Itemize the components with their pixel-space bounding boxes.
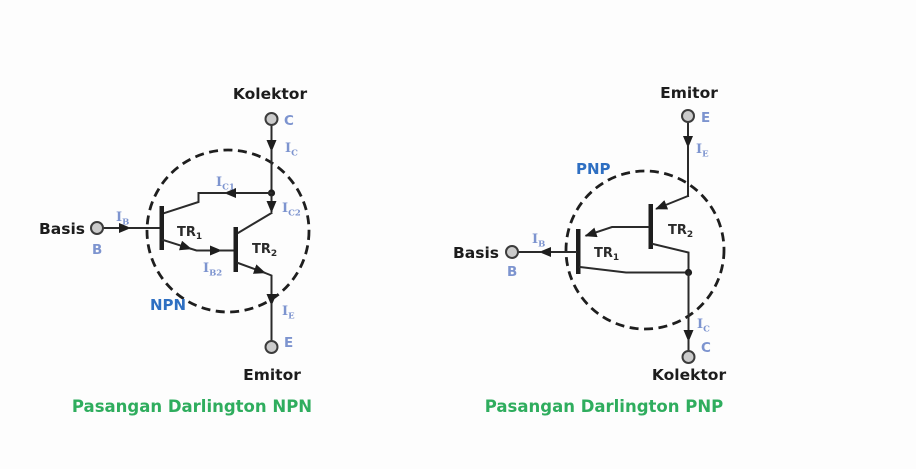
pnp-ib-current-label: IB [532, 232, 545, 250]
npn-bottom-terminal-label: Emitor [243, 366, 301, 384]
pnp-dashed-boundary-circle [564, 169, 726, 331]
npn-top-terminal-letter: C [284, 113, 294, 129]
npn-ic1-current-label: IC1 [216, 175, 235, 193]
pnp-bottom-terminal-letter: C [701, 340, 711, 356]
npn-tr2-bar [233, 227, 238, 272]
npn-caption: Pasangan Darlington NPN [72, 397, 312, 416]
pnp-darlington-diagram: Emitor E IE PNP TR2 TR1 IB Basis B IC C … [453, 84, 727, 416]
pnp-top-terminal-letter: E [701, 110, 710, 126]
pnp-ie-current-label: IE [696, 142, 709, 160]
pnp-type-label: PNP [576, 160, 611, 178]
npn-emitter-terminal [264, 340, 279, 354]
npn-tr1-emitter-wire [161, 238, 192, 251]
pnp-tr1-collector-wire [578, 265, 686, 274]
pnp-tr1-emitter-wire [584, 226, 650, 238]
npn-darlington-diagram: Kolektor C IC IC1 IC2 IB Basis B TR1 IB2… [39, 85, 312, 416]
npn-bottom-terminal-letter: E [284, 335, 293, 351]
pnp-caption: Pasangan Darlington PNP [485, 397, 723, 416]
npn-ic-current-label: IC [285, 141, 298, 159]
pnp-tr2-bar [648, 204, 653, 249]
npn-ie-current-label: IE [282, 304, 295, 322]
pnp-ic-current-label: IC [697, 317, 710, 335]
npn-tr1-label: TR1 [177, 225, 202, 242]
pnp-tr1-bar [576, 229, 581, 274]
npn-left-terminal-letter: B [92, 242, 102, 258]
pnp-base-terminal [505, 245, 519, 259]
npn-base-terminal [90, 221, 104, 235]
npn-ib-current-label: IB [116, 210, 129, 228]
npn-tr2-emitter-wire [236, 261, 266, 274]
pnp-tr2-emitter-wire [655, 194, 690, 210]
pnp-collector-terminal [681, 350, 696, 364]
npn-ib2-current-label: IB2 [203, 261, 222, 279]
npn-ib2-wire [188, 245, 222, 256]
npn-emitter-wire [262, 271, 277, 306]
npn-top-terminal-label: Kolektor [233, 85, 308, 103]
npn-left-terminal-label: Basis [39, 220, 85, 238]
pnp-tr2-label: TR2 [668, 223, 693, 240]
pnp-top-terminal-label: Emitor [660, 84, 718, 102]
npn-tr1-collector-wire [161, 192, 227, 215]
pnp-left-terminal-label: Basis [453, 244, 499, 262]
npn-tr2-label: TR2 [252, 242, 277, 259]
pnp-left-terminal-letter: B [507, 264, 517, 280]
pnp-tr1-label: TR1 [594, 246, 619, 263]
pnp-bottom-terminal-label: Kolektor [652, 366, 727, 384]
npn-ic2-current-label: IC2 [282, 201, 301, 219]
npn-dashed-boundary-circle [145, 148, 311, 314]
pnp-emitter-terminal [681, 109, 695, 123]
npn-type-label: NPN [150, 296, 186, 314]
npn-collector-terminal [264, 112, 279, 126]
npn-tr1-bar [159, 206, 164, 250]
pnp-tr2-collector-wire [651, 242, 690, 271]
npn-tr2-collector-wire [236, 211, 273, 235]
